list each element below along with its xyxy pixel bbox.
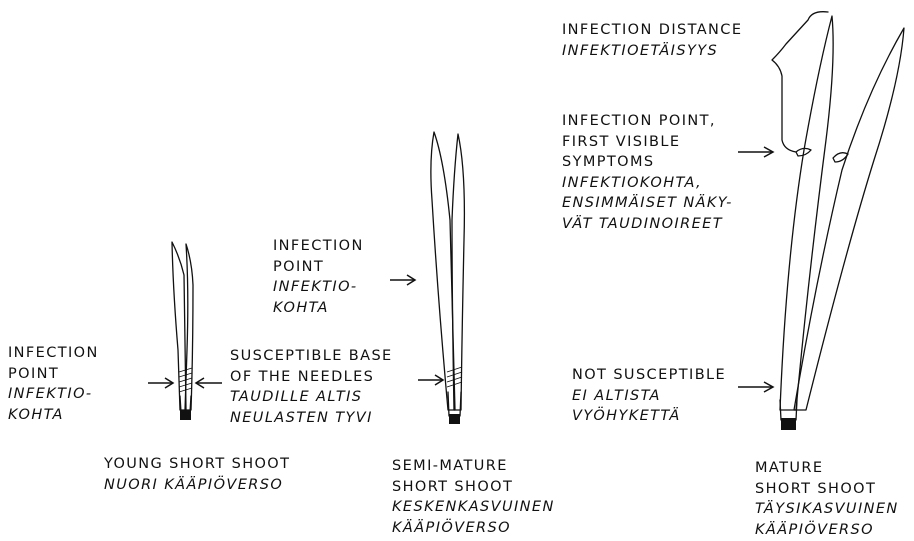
symptoms-fi-2: ENSIMMÄISET NÄKY- [562,193,733,214]
distance-fi: INFEKTIOETÄISYYS [562,41,742,62]
young-infection-label: INFECTION POINT INFEKTIO- KOHTA [8,343,99,425]
young-infection-en-1: INFECTION [8,343,99,364]
symptoms-en-3: SYMPTOMS [562,152,733,173]
not-susceptible-label: NOT SUSCEPTIBLE EI ALTISTA VYÖHYKETTÄ [572,365,726,427]
base-en-2: OF THE NEEDLES [230,367,393,388]
young-base-tip [180,410,191,420]
not-susceptible-en: NOT SUSCEPTIBLE [572,365,726,386]
mature-needle-right [794,28,904,410]
semi-mature-shoot-title: SEMI-MATURE SHORT SHOOT KESKENKASVUINEN … [392,456,555,538]
semi-infection-fi-1: INFEKTIO- [273,277,364,298]
mature-shoot-title: MATURE SHORT SHOOT TÄYSIKASVUINEN KÄÄPIÖ… [755,458,899,540]
young-needle-left [172,242,186,410]
semi-needle-left [431,132,455,410]
semi-infection-fi-2: KOHTA [273,298,364,319]
young-shoot-title: YOUNG SHORT SHOOT NUORI KÄÄPIÖVERSO [104,454,290,495]
young-name-en: YOUNG SHORT SHOOT [104,454,290,475]
base-en-1: SUSCEPTIBLE BASE [230,346,393,367]
semi-name-fi-1: KESKENKASVUINEN [392,497,555,518]
young-short-shoot-drawing [172,242,193,420]
distance-en: INFECTION DISTANCE [562,20,742,41]
mature-name-fi-2: KÄÄPIÖVERSO [755,520,899,541]
mature-name-en-1: MATURE [755,458,899,479]
semi-infection-en-1: INFECTION [273,236,364,257]
mature-name-en-2: SHORT SHOOT [755,479,899,500]
mature-base-tip [781,418,796,430]
semi-name-en-1: SEMI-MATURE [392,456,555,477]
symptoms-fi-3: VÄT TAUDINOIREET [562,214,733,235]
arrow-mature-not-susceptible [738,382,773,392]
young-name-fi: NUORI KÄÄPIÖVERSO [104,475,290,496]
semi-name-fi-2: KÄÄPIÖVERSO [392,518,555,539]
infection-distance-brace [772,12,828,152]
mature-needle-left [780,16,833,410]
base-fi-2: NEULASTEN TYVI [230,408,393,429]
symptoms-en-2: FIRST VISIBLE [562,132,733,153]
semi-infection-label: INFECTION POINT INFEKTIO- KOHTA [273,236,364,318]
base-fi-1: TAUDILLE ALTIS [230,387,393,408]
young-infection-fi-2: KOHTA [8,405,99,426]
young-infection-en-2: POINT [8,364,99,385]
susceptible-base-label: SUSCEPTIBLE BASE OF THE NEEDLES TAUDILLE… [230,346,393,428]
mature-symptoms-label: INFECTION POINT, FIRST VISIBLE SYMPTOMS … [562,111,733,234]
mature-name-fi-1: TÄYSIKASVUINEN [755,499,899,520]
semi-infection-en-2: POINT [273,257,364,278]
symptoms-fi-1: INFEKTIOKOHTA, [562,173,733,194]
infection-distance-label: INFECTION DISTANCE INFEKTIOETÄISYYS [562,20,742,61]
symptoms-en-1: INFECTION POINT, [562,111,733,132]
not-susceptible-fi-2: VYÖHYKETTÄ [572,406,726,427]
mature-short-shoot-drawing [780,16,904,430]
arrow-semi-infection [390,275,415,285]
arrow-young-infection [148,378,173,388]
arrow-mature-symptoms [738,147,773,157]
semi-name-en-2: SHORT SHOOT [392,477,555,498]
not-susceptible-fi-1: EI ALTISTA [572,386,726,407]
semi-base-tip [449,414,460,424]
young-infection-fi-1: INFEKTIO- [8,384,99,405]
arrow-young-base [196,378,222,388]
arrow-semi-base [418,375,443,385]
